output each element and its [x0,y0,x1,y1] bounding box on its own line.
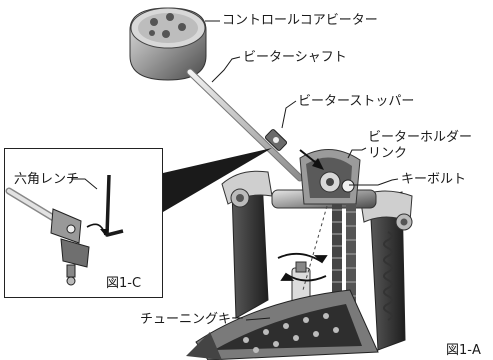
label-key-bolt: キーボルト [401,172,467,187]
pedal-frame [186,149,413,360]
label-hex-wrench: 六角レンチ [14,172,80,187]
label-beater-holder-link-2: リンク [368,146,408,161]
beater-shaft [186,68,304,182]
leader-lines [205,20,399,321]
drive-chain [332,204,356,314]
beater-head [129,7,207,81]
figure-label-main: 図1-A [446,343,481,358]
inset-panel [4,148,163,298]
figure-label-inset: 図1-C [106,276,142,291]
zoom-wedge [163,148,272,212]
label-beater-stopper: ビーターストッパー [298,94,415,109]
label-control-core-beater: コントロールコアビーター [222,13,378,28]
label-tuning-key: チューニングキー [140,312,245,327]
axis-dashed [302,205,328,291]
spring [383,231,393,321]
key-bolt [341,179,355,193]
label-beater-holder-link-1: ビーターホルダー [368,130,473,145]
label-beater-shaft: ビーターシャフト [243,50,347,65]
inset-illustration [5,174,124,286]
rotate-arrow [277,252,328,282]
insert-arrow [299,149,324,170]
